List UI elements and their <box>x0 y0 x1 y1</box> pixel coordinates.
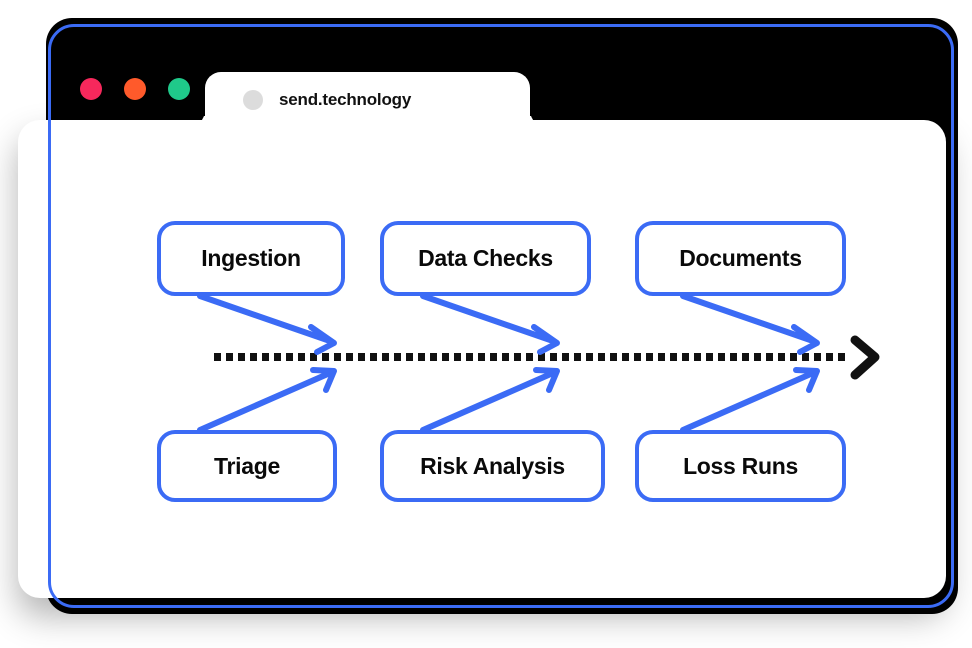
node-ingestion-label: Ingestion <box>201 245 301 271</box>
node-triage[interactable]: Triage <box>157 430 337 502</box>
window-minimize-button[interactable] <box>124 78 146 100</box>
browser-tab[interactable]: send.technology <box>205 72 530 128</box>
node-data-checks-label: Data Checks <box>418 245 553 271</box>
node-loss-runs-label: Loss Runs <box>683 452 798 479</box>
window-traffic-lights <box>80 78 190 100</box>
window-close-button[interactable] <box>80 78 102 100</box>
tab-title: send.technology <box>279 90 412 109</box>
node-risk-analysis-label: Risk Analysis <box>420 452 565 479</box>
node-risk-analysis[interactable]: Risk Analysis <box>380 430 605 502</box>
node-documents-label: Documents <box>679 245 802 271</box>
node-documents[interactable]: Documents <box>635 221 846 296</box>
window-maximize-button[interactable] <box>168 78 190 100</box>
window-outline-frame <box>48 24 954 608</box>
node-triage-label: Triage <box>214 452 280 479</box>
node-loss-runs[interactable]: Loss Runs <box>635 430 846 502</box>
node-ingestion[interactable]: Ingestion <box>157 221 345 296</box>
favicon-icon <box>243 90 263 110</box>
node-data-checks[interactable]: Data Checks <box>380 221 591 296</box>
